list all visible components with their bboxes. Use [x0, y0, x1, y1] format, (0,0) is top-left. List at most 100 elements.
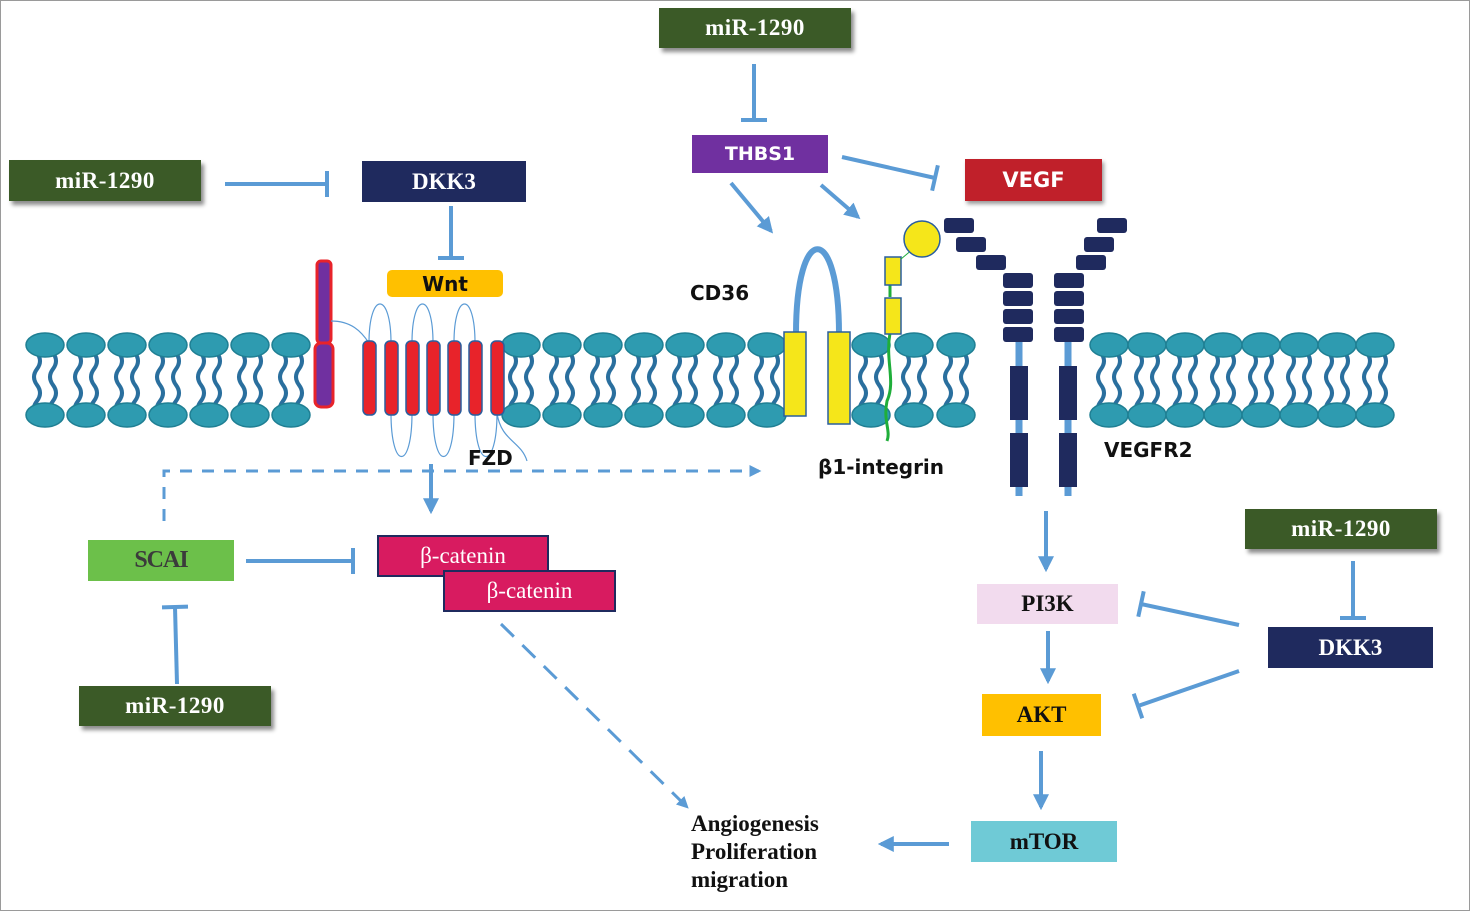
lipid-head-top [25, 332, 65, 358]
vegfr2-ig-domain [1076, 255, 1106, 270]
vegfr2-ig-domain [1054, 273, 1084, 288]
lipid-pair [665, 332, 705, 428]
lipid-pair [706, 332, 746, 428]
fzd-loop [411, 303, 434, 344]
vegfr2-ig-domain [1054, 309, 1084, 324]
lipid-tail [89, 351, 99, 413]
vegfr2-ig-domain [1003, 309, 1033, 324]
vegfr2-kinase [1010, 433, 1028, 487]
beta-catenin-node-2: β-catenin [443, 570, 616, 612]
lipid-tail [1096, 351, 1106, 413]
lipid-head-top [894, 332, 934, 358]
lipid-pair [66, 332, 106, 428]
lipid-head-top [1241, 332, 1281, 358]
lipid-tail [1264, 351, 1274, 413]
edge-thbs1-cd36 [729, 181, 774, 234]
vegfr2-ig-domain [1003, 327, 1033, 342]
lipid-pair [25, 332, 65, 428]
lipid-pair [747, 332, 787, 428]
vegfr2-ig-domain [956, 237, 986, 252]
lrp-transmembrane [313, 341, 335, 409]
lipid-head-bottom [501, 402, 541, 428]
lipid-pair [1241, 332, 1281, 428]
fzd-helix [426, 340, 441, 416]
fzd-loop [390, 412, 413, 458]
lipid-head-top [583, 332, 623, 358]
vegfr2-tm [1010, 366, 1028, 420]
lipid-head-top [706, 332, 746, 358]
thbs1-node: THBS1 [692, 135, 828, 173]
lipid-tail [1378, 351, 1388, 413]
lipid-tail [688, 351, 698, 413]
lipid-head-top [1203, 332, 1243, 358]
lipid-head-bottom [1165, 402, 1205, 428]
mtor-node: mTOR [971, 821, 1117, 862]
lipid-head-top [624, 332, 664, 358]
fzd-loop [453, 303, 476, 344]
lipid-head-bottom [1241, 402, 1281, 428]
cd36-loop [793, 246, 842, 335]
cd36-tm-left [783, 331, 807, 417]
wnt-node: Wnt [387, 270, 503, 297]
lipid-tail [253, 351, 263, 413]
cd36-tm-right [827, 331, 851, 425]
lipid-tail [631, 351, 641, 413]
lipid-head-top [1089, 332, 1129, 358]
lipid-head-bottom [851, 402, 891, 428]
vegfr2-ig-domain [1054, 291, 1084, 306]
lipid-head-bottom [66, 402, 106, 428]
fzd-helix [490, 340, 505, 416]
lipid-head-top [747, 332, 787, 358]
lipid-head-top [501, 332, 541, 358]
lipid-tail [901, 351, 911, 413]
lipid-tail [196, 351, 206, 413]
lrp-segmented-bar [315, 259, 333, 345]
lipid-tail [943, 351, 953, 413]
edge-thbs1-vegf-bar [930, 164, 940, 192]
lipid-pair [542, 332, 582, 428]
outcome-proliferation: Proliferation [691, 839, 818, 864]
lipid-tail [959, 351, 969, 413]
lipid-head-top [271, 332, 311, 358]
lipid-head-bottom [706, 402, 746, 428]
lipid-tail [1134, 351, 1144, 413]
lipid-tail [1362, 351, 1372, 413]
lipid-tail [1226, 351, 1236, 413]
vegfr2-kinase [1059, 433, 1077, 487]
lipid-head-bottom [1203, 402, 1243, 428]
lipid-head-top [851, 332, 891, 358]
lipid-pair [936, 332, 976, 428]
mir-1290-right: miR-1290 [1245, 509, 1437, 549]
vegfr2-label: VEGFR2 [1104, 438, 1193, 462]
lipid-head-bottom [25, 402, 65, 428]
cd36-label: CD36 [690, 281, 750, 305]
dkk3-right-node: DKK3 [1268, 627, 1433, 668]
lipid-pair [1317, 332, 1357, 428]
fzd-tail [496, 412, 528, 462]
lipid-pair [894, 332, 934, 428]
lipid-tail [1324, 351, 1334, 413]
mir-1290-bottom-left: miR-1290 [79, 686, 271, 726]
edge-beta-catenin-outcome [499, 622, 689, 809]
lipid-tail [754, 351, 764, 413]
lipid-tail [48, 351, 58, 413]
lipid-pair [148, 332, 188, 428]
lipid-tail [171, 351, 181, 413]
integrin-head [903, 220, 941, 258]
lipid-tail [647, 351, 657, 413]
lipid-tail [114, 351, 124, 413]
lipid-tail [524, 351, 534, 413]
lipid-pair [1165, 332, 1205, 428]
outcome-angiogenesis: Angiogenesis [691, 811, 819, 836]
edge-mir-scai [173, 606, 179, 685]
edge-mir-scai-bar [161, 604, 189, 610]
lipid-tail [508, 351, 518, 413]
lipid-head-bottom [271, 402, 311, 428]
lipid-pair [851, 332, 891, 428]
lipid-tail [606, 351, 616, 413]
vegfr2-ig-domain [1054, 327, 1084, 342]
lipid-pair [583, 332, 623, 428]
edge-dkk3-pi3k [1140, 602, 1240, 627]
vegfr2-ig-domain [976, 255, 1006, 270]
